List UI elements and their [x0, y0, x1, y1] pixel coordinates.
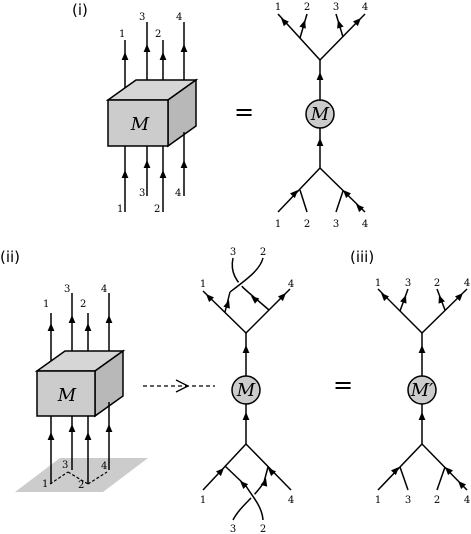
panel-i-bottom-arrowheads — [121, 160, 188, 178]
panel-label-i: (i) — [72, 1, 88, 19]
panel-i-box — [105, 78, 199, 148]
panel-ii-box-top-label-3: 2 — [80, 299, 86, 310]
panel-ii-tree-lines — [202, 257, 292, 521]
panel-i-box-bottom-label-2: 3 — [139, 188, 145, 199]
panel-i-tree-top-label-2: 2 — [304, 2, 310, 13]
panel-iii-tree-top-label-3: 2 — [434, 278, 440, 289]
panel-ii-tree-top-label-2: 3 — [230, 247, 236, 258]
panel-label-ii: (ii) — [0, 248, 20, 266]
panel-i-node-label: M — [310, 104, 330, 125]
panel-iii-node — [407, 375, 437, 405]
panel-ii-tree-bottom-label-3: 2 — [260, 524, 266, 534]
panel-ii-tree-bottom-label-1: 1 — [200, 495, 206, 506]
panel-ii-bottom-arrowheads — [47, 424, 113, 440]
panel-iii-tree-bottom-label-1: 1 — [375, 495, 381, 506]
panel-i-box-top-label-4: 4 — [176, 12, 182, 23]
panel-i-tree-bottom-label-2: 2 — [304, 219, 310, 230]
panel-i-tree-top-label-3: 3 — [333, 2, 339, 13]
dashed-mapping-arrow — [143, 379, 215, 393]
panel-ii-plane-dashes — [49, 471, 108, 485]
panel-label-iii: (iii) — [350, 248, 374, 266]
panel-ii-plane — [15, 458, 148, 492]
panel-ii-box-diagram: M 1 3 2 4 1 3 2 4 — [15, 284, 148, 492]
panel-ii-tree-top-label-3: 2 — [260, 247, 266, 258]
panel-i-top-arrowheads — [121, 44, 188, 60]
panel-ii-box-label: M — [57, 385, 77, 406]
panel-iii-tree-top-label-1: 1 — [375, 278, 381, 289]
panel-iii-tree-bottom-label-4: 4 — [464, 495, 470, 506]
panel-iii-tree-diagram: M′ 1 3 2 4 1 3 2 4 — [375, 278, 470, 506]
panel-ii-top-arrowheads — [47, 315, 113, 331]
panel-iii-node-label: M′ — [410, 380, 434, 401]
panel-i-box-bottom-label-1: 1 — [117, 204, 123, 215]
panel-iii-tree-top-label-4: 4 — [464, 278, 470, 289]
panel-i-box-bottom-label-3: 2 — [154, 204, 160, 215]
panel-iii-tree-bottom-label-2: 3 — [405, 495, 411, 506]
panel-ii-box — [34, 349, 126, 418]
panel-ii-node-label: M — [236, 380, 256, 401]
panel-ii-box-top-label-1: 1 — [43, 299, 49, 310]
panel-i-box-diagram: M 1 3 2 4 1 3 2 4 — [105, 12, 199, 215]
panel-ii-tree-top-label-1: 1 — [200, 279, 206, 290]
panel-ii-box-top-label-4: 4 — [101, 284, 107, 295]
panel-i-node — [305, 99, 335, 129]
panel-i-tree-top-label-4: 4 — [362, 2, 368, 13]
panel-i-tree-top-label-1: 1 — [275, 2, 281, 13]
panel-i-tree-bottom-label-4: 4 — [362, 219, 368, 230]
panel-i-tree-diagram: M 1 2 3 4 1 2 3 4 — [275, 2, 368, 230]
panel-ii-tree-bottom-label-2: 3 — [230, 524, 236, 534]
panel-ii-plane-label-4: 4 — [101, 461, 107, 472]
equals-sign-bottom: = — [333, 371, 353, 399]
panel-i-box-label: M — [130, 114, 150, 135]
panel-i-box-top-label-1: 1 — [119, 29, 125, 40]
panel-ii-node — [231, 375, 261, 405]
equals-sign-top: = — [234, 98, 254, 126]
panel-i-box-top-label-2: 3 — [139, 12, 145, 23]
panel-i-bottom-wires — [124, 132, 185, 212]
panel-i-box-top-label-3: 2 — [155, 29, 161, 40]
panel-i-tree-bottom-label-1: 1 — [275, 219, 281, 230]
panel-ii-plane-label-1: 1 — [42, 479, 48, 490]
panel-ii-plane-label-2: 3 — [62, 460, 68, 471]
panel-ii-box-top-label-2: 3 — [64, 284, 70, 295]
panel-iii-tree-top-label-2: 3 — [405, 278, 411, 289]
panel-ii-tree-bottom-label-4: 4 — [288, 495, 294, 506]
panel-ii-plane-label-3: 2 — [78, 480, 84, 491]
panel-i-tree-bottom-label-3: 3 — [333, 219, 339, 230]
panel-ii-tree-diagram: M 1 3 2 4 1 3 2 4 — [200, 247, 294, 534]
panel-i-tree-lines — [277, 13, 366, 213]
panel-i-box-bottom-label-4: 4 — [175, 188, 181, 199]
panel-iii-tree-bottom-label-3: 2 — [434, 495, 440, 506]
panel-ii-tree-top-label-4: 4 — [288, 279, 294, 290]
